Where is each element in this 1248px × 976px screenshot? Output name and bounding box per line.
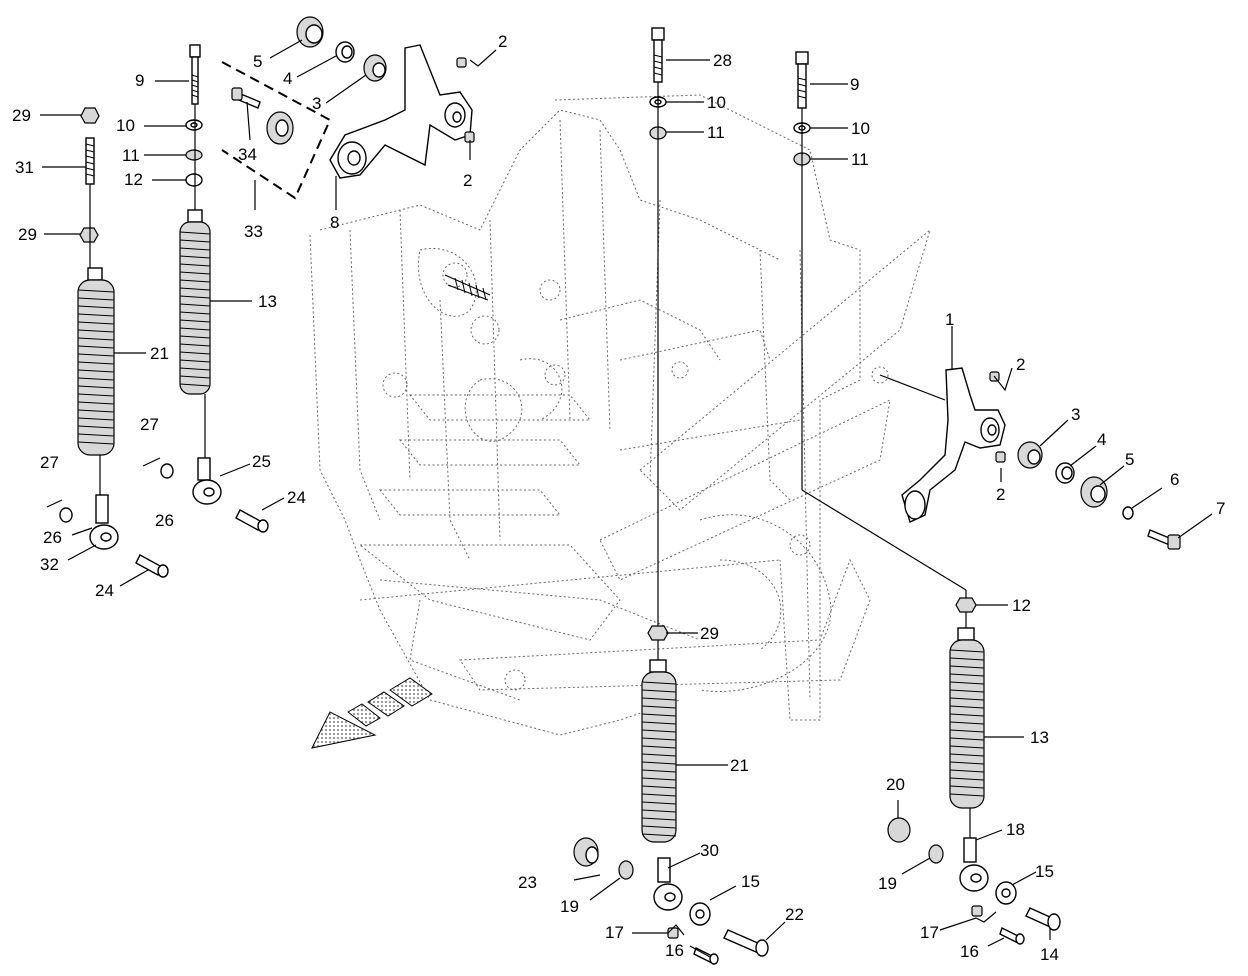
callout-9: 9	[135, 71, 144, 90]
machine-frame-outline	[309, 94, 889, 736]
callout-16: 16	[665, 941, 684, 960]
callout-6: 6	[1170, 470, 1179, 489]
callout-25: 25	[252, 452, 271, 471]
callout-13: 13	[1030, 728, 1049, 747]
callout-2: 2	[498, 32, 507, 51]
callout-15: 15	[1035, 862, 1054, 881]
left-spring-assemblies	[46, 44, 269, 578]
callout-33: 33	[244, 222, 263, 241]
callout-2: 2	[1016, 355, 1025, 374]
callout-12: 12	[1012, 596, 1031, 615]
callout-24: 24	[95, 581, 114, 600]
callout-10: 10	[851, 119, 870, 138]
callout-29: 29	[700, 624, 719, 643]
callout-29: 29	[12, 106, 31, 125]
callout-5: 5	[253, 52, 262, 71]
callout-11: 11	[851, 150, 869, 169]
callout-30: 30	[700, 841, 719, 860]
callout-9: 9	[850, 75, 859, 94]
callout-2: 2	[996, 485, 1005, 504]
callout-24: 24	[287, 488, 306, 507]
callout-26: 26	[43, 528, 62, 547]
callout-21: 21	[730, 756, 749, 775]
callout-17: 17	[920, 923, 939, 942]
callout-11: 11	[122, 146, 140, 165]
callout-3: 3	[1071, 405, 1080, 424]
shaded-direction-arrow	[311, 677, 433, 749]
bracket-assembly-right	[879, 367, 1181, 550]
callout-16: 16	[960, 942, 979, 961]
callout-2: 2	[463, 171, 472, 190]
callout-31: 31	[15, 158, 34, 177]
callout-5: 5	[1125, 450, 1134, 469]
callout-26: 26	[155, 511, 174, 530]
callout-4: 4	[283, 69, 292, 88]
center-spring-assembly	[573, 27, 769, 965]
callout-21: 21	[150, 344, 169, 363]
callout-8: 8	[330, 213, 339, 232]
direction-guide-shapes	[358, 228, 931, 691]
callout-32: 32	[40, 555, 59, 574]
callout-19: 19	[560, 897, 579, 916]
callout-18: 18	[1006, 820, 1025, 839]
callout-11: 11	[707, 123, 725, 142]
callout-3: 3	[312, 94, 321, 113]
callout-27: 27	[40, 453, 59, 472]
callout-34: 34	[238, 145, 257, 164]
callout-29: 29	[18, 225, 37, 244]
callout-23: 23	[518, 873, 537, 892]
callout-22: 22	[785, 905, 804, 924]
callout-10: 10	[116, 116, 135, 135]
callout-20: 20	[886, 775, 905, 794]
bracket-assembly-left	[221, 16, 475, 200]
callout-10: 10	[707, 93, 726, 112]
callout-1: 1	[945, 310, 954, 329]
callout-17: 17	[605, 923, 624, 942]
callout-15: 15	[741, 872, 760, 891]
callout-28: 28	[713, 51, 732, 70]
callout-13: 13	[258, 292, 277, 311]
callout-12: 12	[124, 170, 143, 189]
callout-19: 19	[878, 874, 897, 893]
callout-27: 27	[140, 415, 159, 434]
callout-14: 14	[1040, 945, 1059, 964]
callout-7: 7	[1216, 499, 1225, 518]
leader-lines	[40, 39, 1213, 958]
callout-4: 4	[1097, 430, 1106, 449]
callout-labels: 1 2 2 2 2 3 3 4 4 5 5 6 7 8 9 9 10 10 10…	[12, 32, 1225, 964]
